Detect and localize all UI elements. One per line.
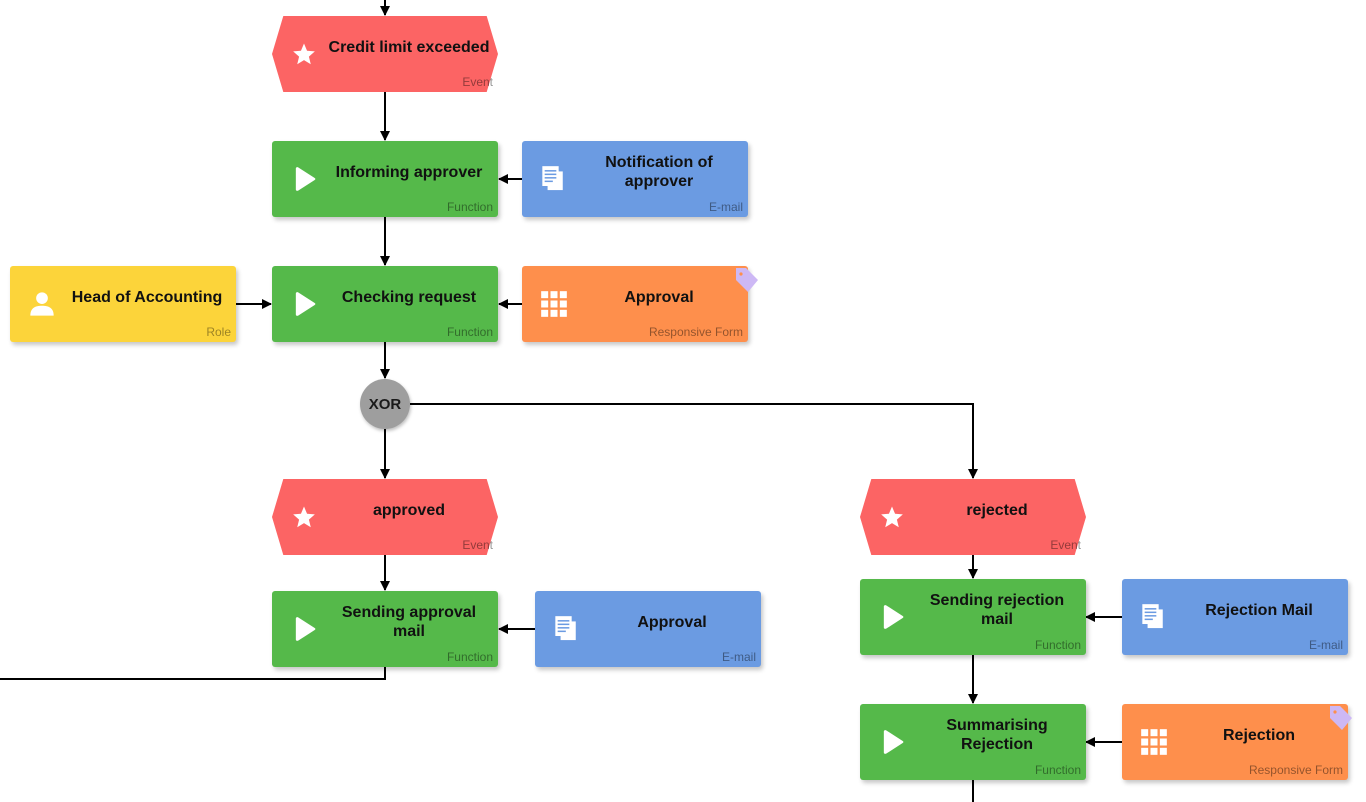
- node-type: Event: [462, 538, 493, 552]
- node-label: Rejection Mail: [1205, 601, 1313, 619]
- node-label: Checking request: [341, 288, 477, 306]
- node-label: Approval: [624, 288, 694, 306]
- node-type: Responsive Form: [648, 325, 743, 339]
- function-summarising-rejection[interactable]: Summarising Rejection Function: [860, 704, 1086, 780]
- xor-gateway[interactable]: XOR: [360, 379, 410, 429]
- node-type: E-mail: [1308, 638, 1343, 652]
- tag-icon[interactable]: [1326, 704, 1354, 732]
- node-type: Function: [1034, 638, 1081, 652]
- grid-icon: [541, 291, 567, 317]
- play-icon: [295, 292, 316, 316]
- role-head-of-accounting[interactable]: Head of Accounting Role: [10, 266, 236, 342]
- node-label: approved: [372, 501, 445, 519]
- document-icon: [555, 616, 577, 642]
- function-checking-request[interactable]: Checking request Function: [272, 266, 498, 342]
- document-icon: [542, 166, 564, 192]
- form-rejection[interactable]: Rejection Responsive Form: [1122, 704, 1352, 780]
- node-type: Function: [446, 325, 493, 339]
- user-icon: [30, 292, 54, 316]
- node-type: Function: [1034, 763, 1081, 777]
- node-type: Function: [446, 650, 493, 664]
- connector-sending-approval-out: [0, 667, 386, 680]
- email-approval[interactable]: Approval E-mail: [535, 591, 761, 667]
- play-icon: [883, 605, 904, 629]
- node-label: Informing approver: [335, 163, 483, 181]
- node-label: Head of Accounting: [71, 288, 223, 306]
- function-sending-rejection-mail[interactable]: Sending rejection mail Function: [860, 579, 1086, 655]
- function-sending-approval-mail[interactable]: Sending approval mail Function: [272, 591, 498, 667]
- play-icon: [295, 617, 316, 641]
- node-type: Event: [462, 75, 493, 89]
- node-type: Function: [446, 200, 493, 214]
- node-label: Approval: [637, 613, 707, 631]
- node-label: Sending rejection mail: [929, 592, 1065, 628]
- node-type: Event: [1050, 538, 1081, 552]
- star-icon: [293, 43, 315, 65]
- event-rejected[interactable]: rejected Event: [860, 479, 1086, 555]
- node-type: Responsive Form: [1248, 763, 1343, 777]
- node-type: Role: [206, 325, 231, 339]
- form-approval[interactable]: Approval Responsive Form: [522, 266, 758, 342]
- star-icon: [881, 506, 903, 528]
- node-label: Notification of approver: [605, 154, 713, 190]
- event-credit-limit-exceeded[interactable]: Credit limit exceeded Event: [272, 16, 498, 92]
- node-label: rejected: [966, 501, 1028, 519]
- function-informing-approver[interactable]: Informing approver Function: [272, 141, 498, 217]
- tag-icon[interactable]: [732, 266, 760, 294]
- node-label: Sending approval mail: [341, 604, 477, 640]
- play-icon: [295, 167, 316, 191]
- node-type: E-mail: [708, 200, 743, 214]
- node-type: E-mail: [721, 650, 756, 664]
- play-icon: [883, 730, 904, 754]
- email-rejection-mail[interactable]: Rejection Mail E-mail: [1122, 579, 1348, 655]
- star-icon: [293, 506, 315, 528]
- connector-xor-to-rejected: [410, 403, 978, 479]
- event-approved[interactable]: approved Event: [272, 479, 498, 555]
- node-label: Summarising Rejection: [946, 717, 1048, 753]
- grid-icon: [1141, 729, 1167, 755]
- node-label: Credit limit exceeded: [328, 38, 490, 56]
- email-notification-of-approver[interactable]: Notification of approver E-mail: [522, 141, 748, 217]
- node-label: Rejection: [1222, 726, 1295, 744]
- document-icon: [1142, 604, 1164, 630]
